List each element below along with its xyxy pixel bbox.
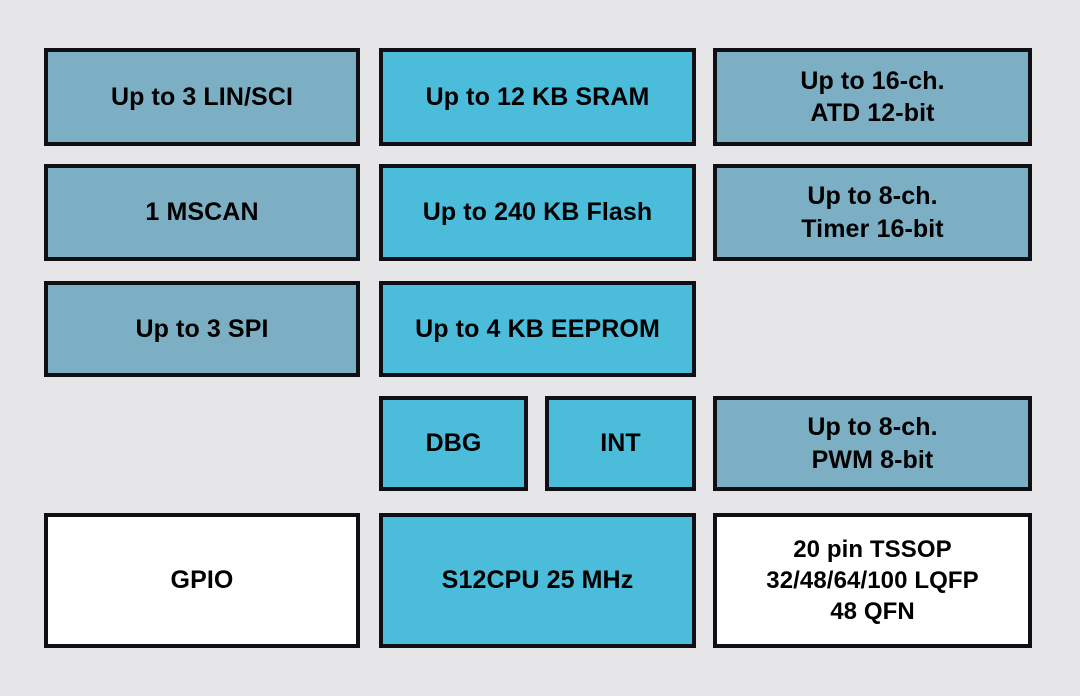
block-packages-label: 20 pin TSSOP 32/48/64/100 LQFP 48 QFN [766, 535, 979, 626]
block-spi-label: Up to 3 SPI [135, 314, 269, 343]
block-mscan[interactable]: 1 MSCAN [44, 164, 360, 261]
block-pwm[interactable]: Up to 8-ch. PWM 8-bit [713, 396, 1032, 491]
block-mscan-label: 1 MSCAN [145, 198, 259, 227]
block-sram-label: Up to 12 KB SRAM [425, 82, 650, 111]
block-dbg-label: DBG [425, 429, 482, 458]
block-flash[interactable]: Up to 240 KB Flash [379, 164, 696, 261]
block-gpio-label: GPIO [170, 566, 234, 595]
block-pwm-label: Up to 8-ch. PWM 8-bit [807, 413, 938, 474]
block-timer[interactable]: Up to 8-ch. Timer 16-bit [713, 164, 1032, 261]
block-cpu-label: S12CPU 25 MHz [441, 566, 634, 595]
block-cpu[interactable]: S12CPU 25 MHz [379, 513, 696, 648]
block-lin-sci[interactable]: Up to 3 LIN/SCI [44, 48, 360, 146]
block-atd[interactable]: Up to 16-ch. ATD 12-bit [713, 48, 1032, 146]
block-eeprom-label: Up to 4 KB EEPROM [415, 314, 660, 343]
block-packages[interactable]: 20 pin TSSOP 32/48/64/100 LQFP 48 QFN [713, 513, 1032, 648]
block-dbg[interactable]: DBG [379, 396, 528, 491]
block-gpio[interactable]: GPIO [44, 513, 360, 648]
block-int-label: INT [600, 429, 641, 458]
block-flash-label: Up to 240 KB Flash [422, 198, 653, 227]
block-spi[interactable]: Up to 3 SPI [44, 281, 360, 377]
block-eeprom[interactable]: Up to 4 KB EEPROM [379, 281, 696, 377]
block-int[interactable]: INT [545, 396, 696, 491]
block-sram[interactable]: Up to 12 KB SRAM [379, 48, 696, 146]
block-timer-label: Up to 8-ch. Timer 16-bit [801, 182, 944, 243]
block-lin-sci-label: Up to 3 LIN/SCI [110, 82, 294, 111]
block-atd-label: Up to 16-ch. ATD 12-bit [800, 66, 945, 128]
